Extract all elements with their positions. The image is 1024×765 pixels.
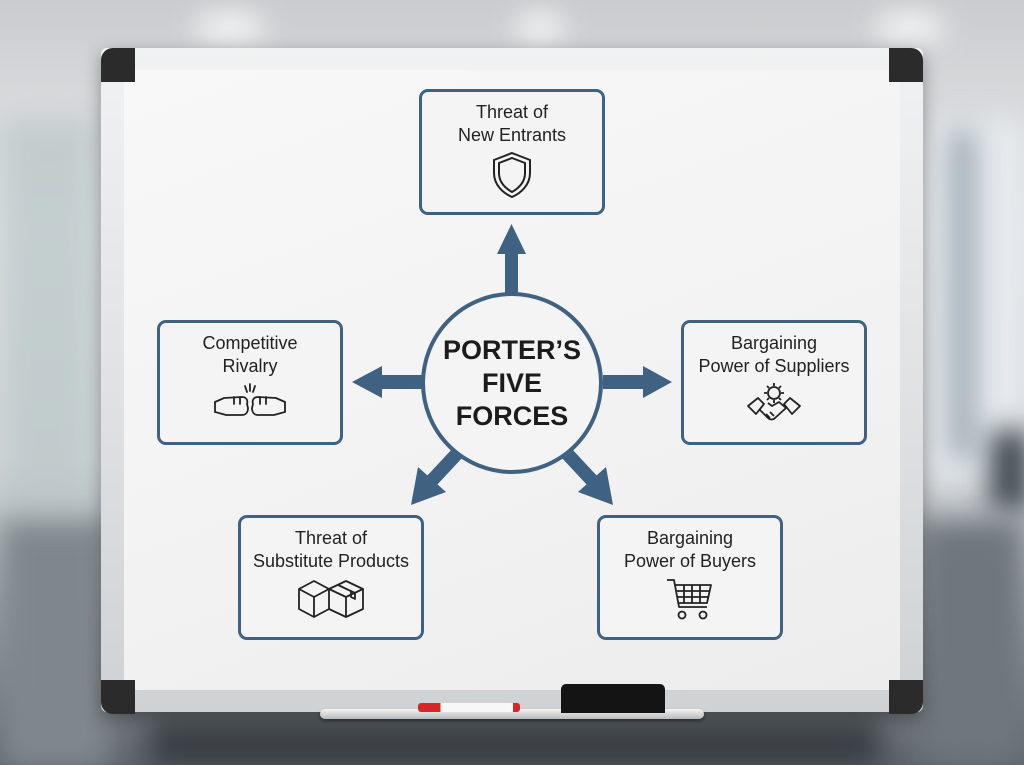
whiteboard-eraser xyxy=(561,684,665,713)
frame-corner-top-right xyxy=(889,48,923,82)
force-label: Rivalry xyxy=(222,356,278,376)
arrow-to-suppliers xyxy=(603,366,672,398)
arrow-to-substitutes xyxy=(411,448,463,505)
frame-corner-top-left xyxy=(101,48,135,82)
force-box-rivalry: Competitive Rivalry xyxy=(157,320,343,445)
force-label: Threat of xyxy=(475,102,549,122)
arrow-to-rivalry xyxy=(352,366,422,398)
force-box-new-entrants: Threat of New Entrants xyxy=(419,89,605,215)
shopping-cart-icon xyxy=(667,579,712,620)
handshake-gear-icon xyxy=(747,383,801,421)
force-box-substitutes: Threat of Substitute Products xyxy=(238,515,424,640)
force-box-buyers: Bargaining Power of Buyers xyxy=(597,515,783,640)
force-label: Bargaining xyxy=(730,333,818,353)
fist-bump-icon xyxy=(214,383,286,416)
force-label: Substitute Products xyxy=(252,551,410,571)
marker-tray xyxy=(320,709,704,719)
hub-title-line-2: FIVE xyxy=(481,367,542,398)
frame-corner-bottom-left xyxy=(101,680,135,714)
force-label: Power of Suppliers xyxy=(698,356,850,376)
force-box-suppliers: Bargaining Power of Suppliers xyxy=(681,320,867,445)
hub-title: PORTER’S FIVE FORCES xyxy=(443,334,581,433)
force-label: Threat of xyxy=(294,528,368,548)
force-label: Competitive xyxy=(202,333,298,353)
arrow-to-buyers xyxy=(561,448,613,505)
boxes-icon xyxy=(298,580,364,618)
shield-icon xyxy=(493,151,531,199)
force-label: Power of Buyers xyxy=(623,551,757,571)
frame-corner-bottom-right xyxy=(889,680,923,714)
red-marker xyxy=(418,703,520,712)
hub-title-line-1: PORTER’S xyxy=(442,334,582,365)
arrow-to-new-entrants xyxy=(497,224,526,294)
hub-title-line-3: FORCES xyxy=(455,400,569,431)
porters-five-forces-hub: PORTER’S FIVE FORCES xyxy=(421,292,603,474)
force-label: New Entrants xyxy=(457,125,567,145)
force-label: Bargaining xyxy=(646,528,734,548)
